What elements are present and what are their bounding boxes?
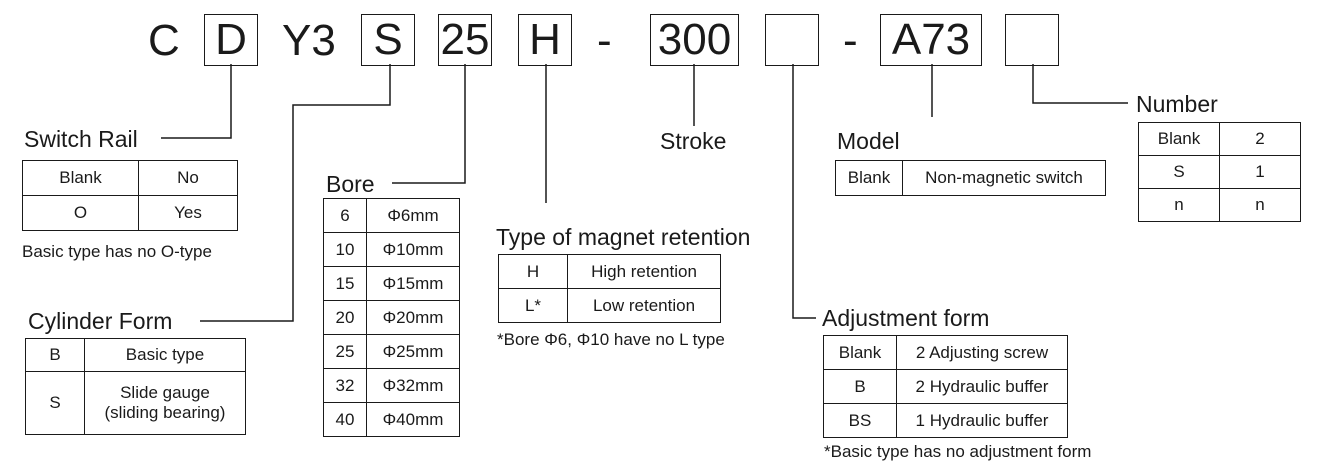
stroke-title: Stroke xyxy=(660,128,727,154)
table-cell: 2 xyxy=(1219,122,1301,156)
code-char-c: C xyxy=(148,16,180,65)
table-row: 10 Φ10mm xyxy=(323,232,460,267)
code-box-adjustment xyxy=(765,14,819,66)
table-cell: Basic type xyxy=(84,338,246,372)
table-row: H High retention xyxy=(498,254,721,289)
table-row: 40 Φ40mm xyxy=(323,402,460,437)
table-cell: Φ40mm xyxy=(366,402,460,437)
table-cell: BS xyxy=(823,403,897,438)
table-row: 15 Φ15mm xyxy=(323,266,460,301)
table-row: 25 Φ25mm xyxy=(323,334,460,369)
connector-bore xyxy=(392,64,466,184)
bore-table: 6 Φ6mm 10 Φ10mm 15 Φ15mm 20 Φ20mm 25 Φ25… xyxy=(323,198,460,437)
table-row: L* Low retention xyxy=(498,288,721,323)
table-cell: 10 xyxy=(323,232,367,267)
table-cell: 2 Adjusting screw xyxy=(896,335,1068,370)
table-cell: High retention xyxy=(567,254,721,289)
table-cell: n xyxy=(1138,188,1220,222)
code-box-magnet: H xyxy=(518,14,572,66)
table-cell: 1 Hydraulic buffer xyxy=(896,403,1068,438)
code-box-bore: 25 xyxy=(438,14,492,66)
code-box-stroke: 300 xyxy=(650,14,739,66)
table-cell: n xyxy=(1219,188,1301,222)
table-cell: Φ6mm xyxy=(366,198,460,233)
table-row: 20 Φ20mm xyxy=(323,300,460,335)
table-cell: 15 xyxy=(323,266,367,301)
number-title: Number xyxy=(1136,91,1218,117)
table-row: 6 Φ6mm xyxy=(323,198,460,233)
table-cell: Yes xyxy=(138,195,238,231)
table-cell: 1 xyxy=(1219,155,1301,189)
table-cell: 40 xyxy=(323,402,367,437)
connector-switch-rail xyxy=(161,64,232,139)
table-cell: 25 xyxy=(323,334,367,369)
table-cell: 20 xyxy=(323,300,367,335)
table-cell: Non-magnetic switch xyxy=(902,160,1106,196)
table-cell: H xyxy=(498,254,568,289)
table-cell: Φ32mm xyxy=(366,368,460,403)
model-title: Model xyxy=(837,128,900,154)
code-box-number xyxy=(1005,14,1059,66)
adjustment-title: Adjustment form xyxy=(822,305,990,331)
code-char-y3: Y3 xyxy=(282,16,336,65)
cylinder-form-title: Cylinder Form xyxy=(28,308,173,334)
table-cell: Blank xyxy=(835,160,903,196)
code-box-cylinder-form: S xyxy=(361,14,415,66)
table-cell: B xyxy=(25,338,85,372)
table-cell: S xyxy=(25,371,85,435)
table-cell: Blank xyxy=(22,160,139,196)
magnet-note: *Bore Φ6, Φ10 have no L type xyxy=(497,330,725,349)
cell-line: (sliding bearing) xyxy=(104,403,226,422)
switch-rail-title: Switch Rail xyxy=(24,126,138,152)
table-row: BS 1 Hydraulic buffer xyxy=(823,403,1068,438)
magnet-table: H High retention L* Low retention xyxy=(498,254,721,323)
code-dash-2: - xyxy=(843,16,858,65)
magnet-title: Type of magnet retention xyxy=(496,224,751,250)
model-table: Blank Non-magnetic switch xyxy=(835,160,1106,196)
table-cell: O xyxy=(22,195,139,231)
number-table: Blank 2 S 1 n n xyxy=(1138,122,1301,222)
adjustment-table: Blank 2 Adjusting screw B 2 Hydraulic bu… xyxy=(823,335,1068,438)
table-row: Blank 2 Adjusting screw xyxy=(823,335,1068,370)
switch-rail-note: Basic type has no O-type xyxy=(22,242,212,261)
table-cell: B xyxy=(823,369,897,404)
code-box-switch-rail: D xyxy=(204,14,258,66)
table-cell: Low retention xyxy=(567,288,721,323)
table-row: B 2 Hydraulic buffer xyxy=(823,369,1068,404)
table-cell: Φ25mm xyxy=(366,334,460,369)
table-cell: L* xyxy=(498,288,568,323)
table-cell: Φ10mm xyxy=(366,232,460,267)
table-row: n n xyxy=(1138,188,1301,222)
cell-line: Slide gauge xyxy=(120,383,210,403)
table-row: O Yes xyxy=(22,195,238,231)
table-cell: Φ15mm xyxy=(366,266,460,301)
table-cell: 2 Hydraulic buffer xyxy=(896,369,1068,404)
table-row: 32 Φ32mm xyxy=(323,368,460,403)
switch-rail-table: Blank No O Yes xyxy=(22,160,238,231)
table-row: B Basic type xyxy=(25,338,246,372)
adjustment-note: *Basic type has no adjustment form xyxy=(824,442,1092,461)
connector-number xyxy=(1032,64,1128,104)
table-cell: 32 xyxy=(323,368,367,403)
table-row: S 1 xyxy=(1138,155,1301,189)
table-cell: No xyxy=(138,160,238,196)
table-row: Blank 2 xyxy=(1138,122,1301,156)
table-cell: S xyxy=(1138,155,1220,189)
table-row: Blank Non-magnetic switch xyxy=(835,160,1106,196)
connector-adjustment xyxy=(792,64,816,319)
table-cell: 6 xyxy=(323,198,367,233)
code-dash-1: - xyxy=(597,16,612,65)
connector-cylinder-form xyxy=(200,64,391,322)
cylinder-form-table: B Basic type S Slide gauge (sliding bear… xyxy=(25,338,246,435)
table-row: Blank No xyxy=(22,160,238,196)
code-box-model: A73 xyxy=(880,14,982,66)
table-cell: Blank xyxy=(1138,122,1220,156)
table-cell: Φ20mm xyxy=(366,300,460,335)
bore-title: Bore xyxy=(326,171,375,197)
table-row: S Slide gauge (sliding bearing) xyxy=(25,371,246,435)
table-cell: Blank xyxy=(823,335,897,370)
table-cell: Slide gauge (sliding bearing) xyxy=(84,371,246,435)
